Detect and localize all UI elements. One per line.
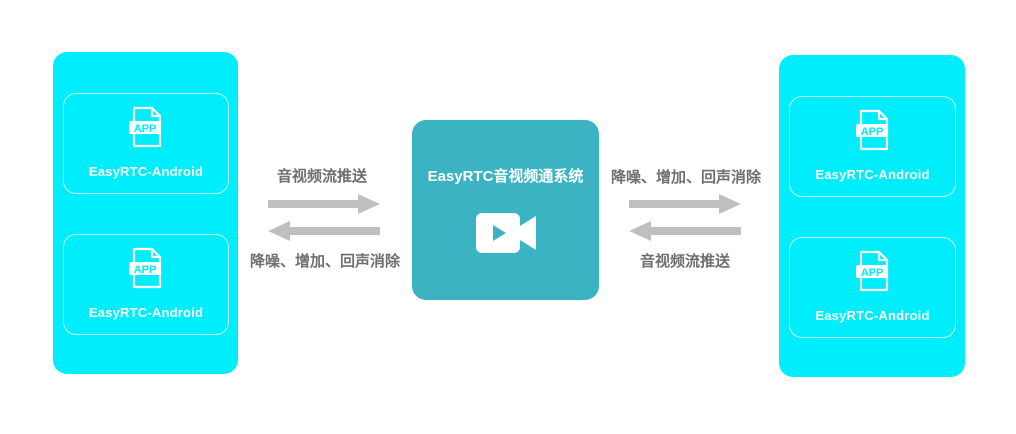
svg-text:APP: APP (860, 267, 883, 279)
right-device-card-2: APP EasyRTC-Android (789, 237, 956, 338)
right-flow-top-label: 降噪、增加、回声消除 (611, 169, 762, 186)
svg-text:APP: APP (860, 126, 883, 138)
video-camera-icon (476, 213, 536, 253)
svg-text:APP: APP (134, 264, 157, 276)
device-label: EasyRTC-Android (815, 167, 930, 182)
device-label: EasyRTC-Android (88, 305, 204, 320)
svg-text:APP: APP (134, 123, 157, 135)
center-system-box: EasyRTC音视频通系统 (412, 120, 599, 300)
left-device-card-2: APP EasyRTC-Android (63, 234, 229, 335)
arrow-left-icon (629, 221, 741, 241)
center-system-title: EasyRTC音视频通系统 (427, 168, 584, 185)
device-label: EasyRTC-Android (88, 164, 204, 179)
arrow-right-icon (629, 194, 741, 214)
left-flow-top-label: 音视频流推送 (277, 168, 368, 185)
left-flow-bottom-label: 降噪、增加、回声消除 (250, 253, 401, 270)
arrow-right-icon (268, 194, 380, 214)
right-device-panel: APP EasyRTC-Android APP EasyRTC-Android (779, 55, 965, 377)
app-file-icon: APP (129, 247, 162, 289)
right-device-card-1: APP EasyRTC-Android (789, 96, 956, 197)
arrow-left-icon (268, 221, 380, 241)
left-device-card-1: APP EasyRTC-Android (63, 93, 229, 194)
left-device-panel: APP EasyRTC-Android APP EasyRTC-Android (53, 52, 238, 374)
device-label: EasyRTC-Android (815, 308, 930, 323)
app-file-icon: APP (129, 106, 162, 148)
app-file-icon: APP (855, 109, 888, 151)
right-flow-bottom-label: 音视频流推送 (640, 253, 731, 270)
app-file-icon: APP (855, 250, 888, 292)
